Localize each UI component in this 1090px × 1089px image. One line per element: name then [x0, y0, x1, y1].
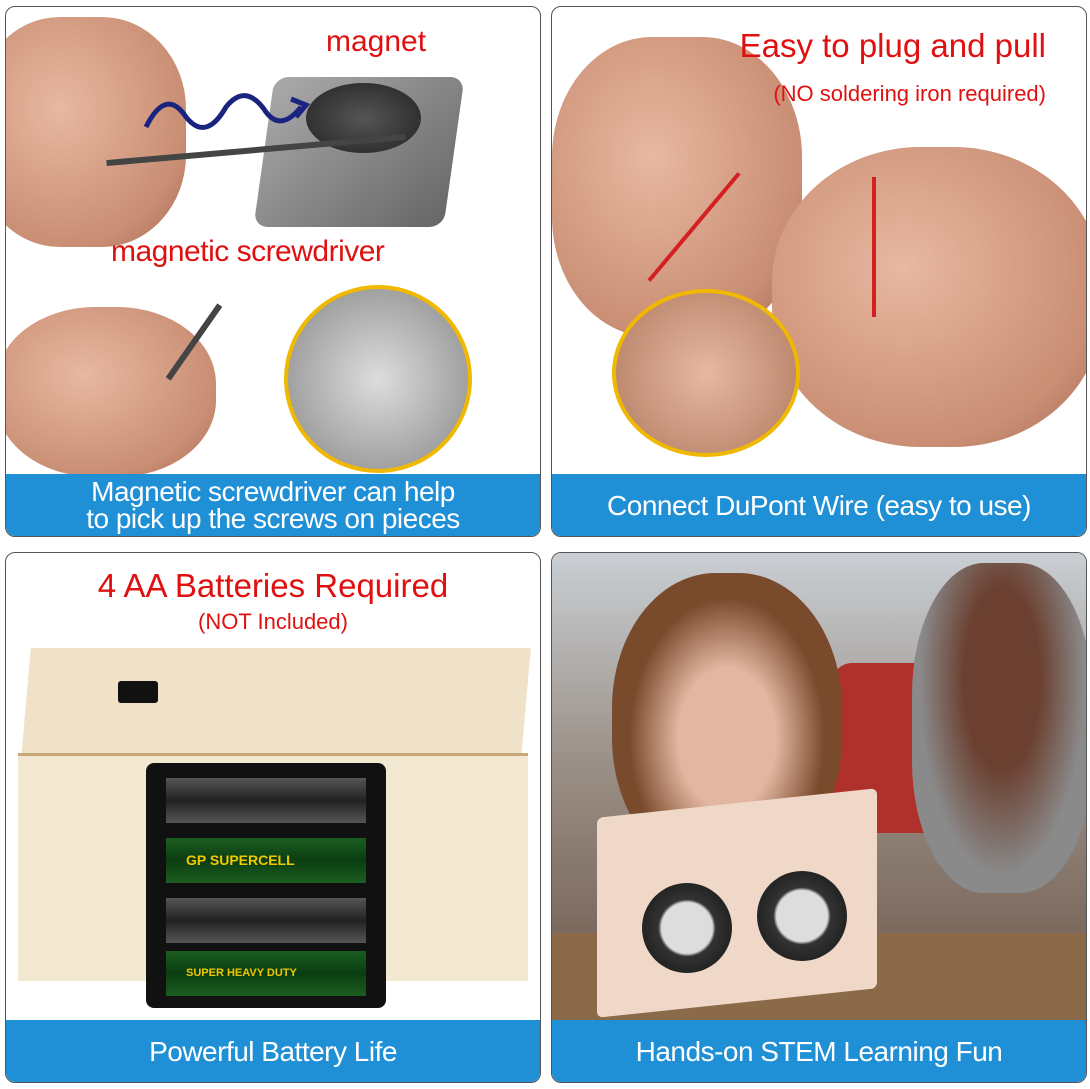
panel-magnetic-screwdriver: magnet magnetic screwdriver Magnetic scr…	[5, 6, 541, 537]
hand-photo-2	[6, 307, 216, 477]
magnet-label: magnet	[326, 25, 427, 58]
caption-bar: Hands-on STEM Learning Fun	[552, 1020, 1086, 1082]
battery	[166, 898, 366, 943]
battery-brand: GP	[186, 852, 206, 868]
caption-line-2: to pick up the screws on pieces	[86, 503, 460, 534]
subtitle: (NO soldering iron required)	[773, 81, 1046, 106]
title: Easy to plug and pull	[739, 27, 1046, 64]
battery: GP SUPERCELL	[166, 838, 366, 883]
battery-name: SUPERCELL	[209, 852, 295, 868]
subtitle: (NOT Included)	[198, 609, 348, 634]
battery-type: SUPER HEAVY DUTY	[186, 967, 297, 979]
caption-bar: Powerful Battery Life	[6, 1020, 540, 1082]
panel-dupont-wire: Easy to plug and pull (NO soldering iron…	[551, 6, 1087, 537]
screwdriver-label: magnetic screwdriver	[111, 235, 385, 268]
caption-line-1: Powerful Battery Life	[149, 1035, 397, 1067]
title: 4 AA Batteries Required	[97, 567, 449, 604]
red-wire-2	[872, 177, 876, 317]
hand-photo	[6, 17, 186, 247]
speaker-right	[757, 871, 847, 961]
speaker-left	[642, 883, 732, 973]
caption-bar: Connect DuPont Wire (easy to use)	[552, 474, 1086, 536]
caption-line-1: Hands-on STEM Learning Fun	[635, 1035, 1003, 1067]
power-switch	[118, 681, 158, 703]
boy-photo	[912, 563, 1086, 893]
wooden-box-top	[21, 648, 531, 758]
panel-stem-learning: Hands-on STEM Learning Fun	[551, 552, 1087, 1083]
connector-closeup	[612, 289, 800, 457]
right-hand-photo	[772, 147, 1086, 447]
panel-batteries: 4 AA Batteries Required (NOT Included) G…	[5, 552, 541, 1083]
battery	[166, 778, 366, 823]
wave-arrow-icon	[143, 93, 311, 130]
battery: SUPER HEAVY DUTY	[166, 951, 366, 996]
caption-line-1: Magnetic screwdriver can help	[91, 476, 455, 507]
left-hand-photo	[552, 37, 802, 337]
screws-closeup	[284, 285, 472, 473]
caption-line-1: Connect DuPont Wire (easy to use)	[607, 489, 1031, 521]
